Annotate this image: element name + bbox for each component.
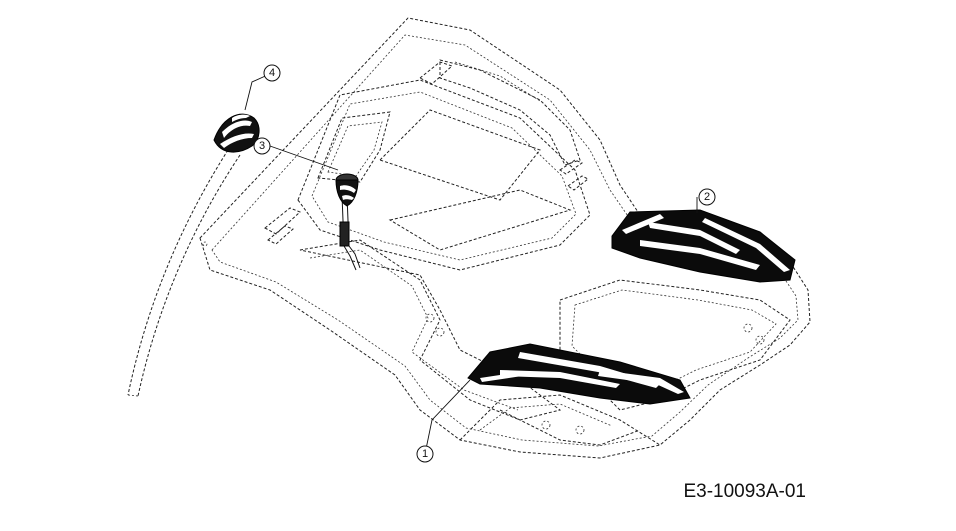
rear-floor-mat-part [611,209,796,283]
callout-leaders [244,72,698,455]
drawing-code: E3-10093A-01 [683,481,806,502]
callout-3: 3 [253,137,271,155]
chassis-outline [199,17,811,459]
callout-2: 2 [698,188,716,206]
callout-2-label: 2 [704,191,710,203]
callout-4: 4 [263,64,281,82]
callout-1: 1 [416,445,434,463]
callout-3-label: 3 [259,140,265,152]
grab-handle-tube [127,149,241,397]
handle-grip-part [213,113,260,153]
shift-lever-part [335,173,361,271]
callout-4-label: 4 [269,67,275,79]
callout-1-label: 1 [422,448,428,460]
front-floor-mat-part [467,343,691,405]
